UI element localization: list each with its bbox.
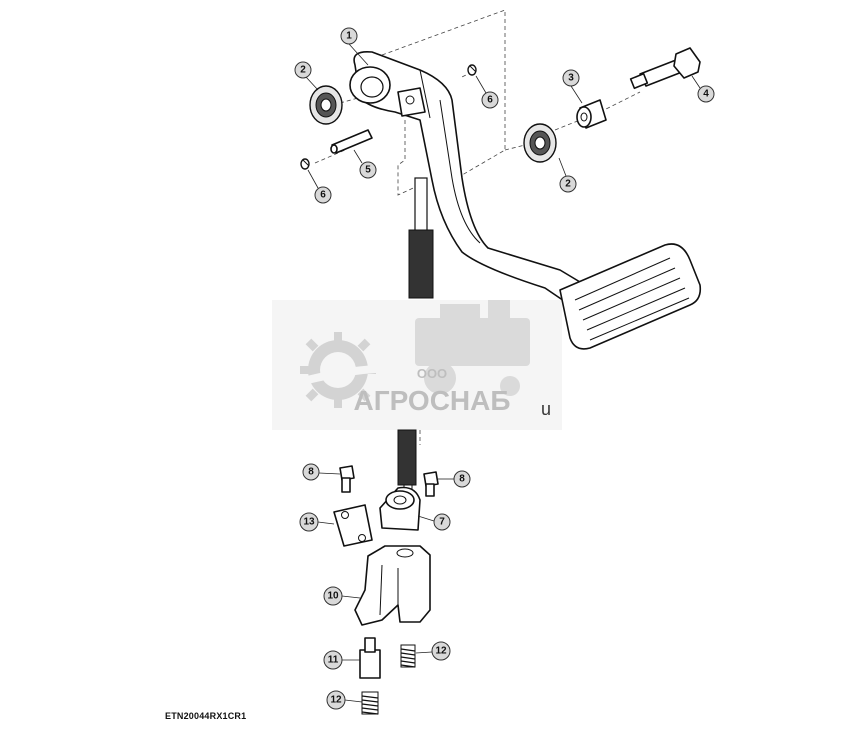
spring-bottom: [361, 691, 379, 715]
svg-text:6: 6: [320, 190, 326, 201]
callout-11: 11: [323, 650, 360, 670]
svg-text:6: 6: [487, 95, 493, 106]
callout-1: 1: [340, 27, 369, 66]
bolt: [629, 47, 701, 90]
callout-6-right: 6: [475, 75, 499, 109]
callout-8-right: 8: [438, 470, 471, 488]
callout-2-lower: 2: [558, 157, 577, 193]
pedal-pad: [559, 243, 702, 350]
callouts: 1 2 2 3 4 5: [294, 27, 715, 710]
svg-text:2: 2: [565, 179, 571, 190]
spring-right: [400, 644, 416, 668]
spacer: [576, 99, 607, 129]
callout-2-upper: 2: [294, 61, 319, 91]
svg-text:13: 13: [303, 517, 315, 528]
bearing-upper: [309, 85, 343, 125]
brake-pedal: [349, 50, 702, 350]
callout-3: 3: [562, 69, 583, 104]
pin: [330, 129, 373, 154]
push-rod: [397, 177, 434, 506]
svg-text:4: 4: [703, 89, 709, 100]
svg-text:12: 12: [330, 695, 342, 706]
callout-7: 7: [417, 513, 451, 531]
callout-5: 5: [353, 149, 377, 179]
harvester-icon: [415, 300, 530, 396]
screw-right: [423, 471, 439, 497]
callout-10: 10: [323, 586, 361, 606]
svg-text:7: 7: [439, 517, 445, 528]
plunger: [359, 637, 381, 679]
bearing-lower: [523, 123, 557, 163]
watermark-company-prefix: ООО: [417, 366, 447, 381]
screw-left: [339, 465, 355, 493]
callout-6-left: 6: [307, 169, 332, 204]
callout-8-left: 8: [302, 463, 341, 481]
svg-text:2: 2: [300, 65, 306, 76]
callout-4: 4: [691, 75, 715, 103]
clip-right: [467, 64, 477, 76]
svg-text:8: 8: [459, 474, 465, 485]
svg-text:5: 5: [365, 165, 371, 176]
svg-text:10: 10: [327, 591, 339, 602]
callout-12-bottom: 12: [326, 690, 363, 710]
svg-text:11: 11: [328, 655, 339, 666]
watermark-company-name: АГРОСНАБ: [354, 385, 511, 416]
svg-text:1: 1: [346, 31, 352, 42]
figure-id-label: ETN20044RX1CR1: [165, 711, 247, 721]
callout-13: 13: [299, 512, 335, 532]
yoke: [354, 545, 431, 626]
svg-text:8: 8: [308, 467, 314, 478]
plate: [333, 504, 373, 547]
watermark-logo: ООО АГРОСНАБ u: [272, 300, 562, 430]
bracket: [379, 486, 421, 531]
clip-left: [300, 158, 310, 170]
watermark-suffix: u: [541, 399, 551, 419]
callout-12-right: 12: [415, 641, 451, 661]
svg-text:3: 3: [568, 73, 574, 84]
svg-text:12: 12: [435, 646, 447, 657]
